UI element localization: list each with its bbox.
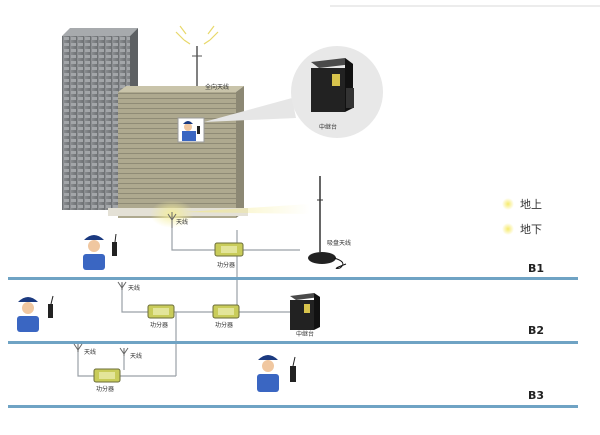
legend: 地上 地下 <box>502 198 542 236</box>
signal-beam <box>185 204 310 214</box>
repeater-icon <box>311 58 354 112</box>
antenna-b2 <box>117 281 127 290</box>
antenna-label-b3-right: 天线 <box>130 352 142 360</box>
antenna-b3-left <box>73 343 83 352</box>
officer-window <box>177 117 205 143</box>
legend-above-ground: 地上 <box>520 198 542 211</box>
building-group <box>62 28 248 218</box>
floor-line-b3 <box>8 405 578 408</box>
splitter-label-b1: 功分器 <box>217 261 235 269</box>
floor-label-b3: B3 <box>528 389 544 402</box>
splitter-b3 <box>93 368 121 383</box>
antenna-label-b3-left: 天线 <box>84 348 96 356</box>
floor-lines <box>8 277 578 408</box>
radio-wave-icon <box>175 25 219 45</box>
repeater-b2-icon <box>290 293 320 330</box>
floor-label-b2: B2 <box>528 324 544 337</box>
suction-antenna-label: 吸盘天线 <box>327 239 351 247</box>
splitter-b2-right <box>212 304 240 319</box>
legend-dot-above <box>502 198 514 210</box>
legend-dot-below <box>502 223 514 235</box>
floor-label-b1: B1 <box>528 262 544 275</box>
antenna-b3-right <box>119 347 129 356</box>
splitter-label-b3: 功分器 <box>96 385 114 393</box>
antenna-label-b2: 天线 <box>128 284 140 292</box>
omni-antenna-label: 全向天线 <box>205 83 229 91</box>
floor-line-b2 <box>8 341 578 344</box>
splitter-b2-left <box>147 304 175 319</box>
low-building <box>118 92 236 218</box>
callout-pointer <box>204 98 296 122</box>
legend-below-ground: 地下 <box>520 223 542 236</box>
repeater-label-b2: 中继台 <box>296 330 314 338</box>
officer-b1 <box>83 233 117 270</box>
omni-antenna <box>175 25 219 86</box>
splitter-b1 <box>214 242 244 257</box>
officer-b3 <box>257 355 296 392</box>
floor-line-b1 <box>8 277 578 280</box>
antenna-label-b1: 天线 <box>176 218 188 226</box>
splitter-label-b2-right: 功分器 <box>215 321 233 329</box>
officer-b2 <box>17 295 54 332</box>
suction-antenna <box>308 176 347 269</box>
repeater-label: 中继台 <box>319 123 337 131</box>
cable-network <box>77 228 300 377</box>
antenna-b1 <box>167 212 177 228</box>
splitter-label-b2-left: 功分器 <box>150 321 168 329</box>
